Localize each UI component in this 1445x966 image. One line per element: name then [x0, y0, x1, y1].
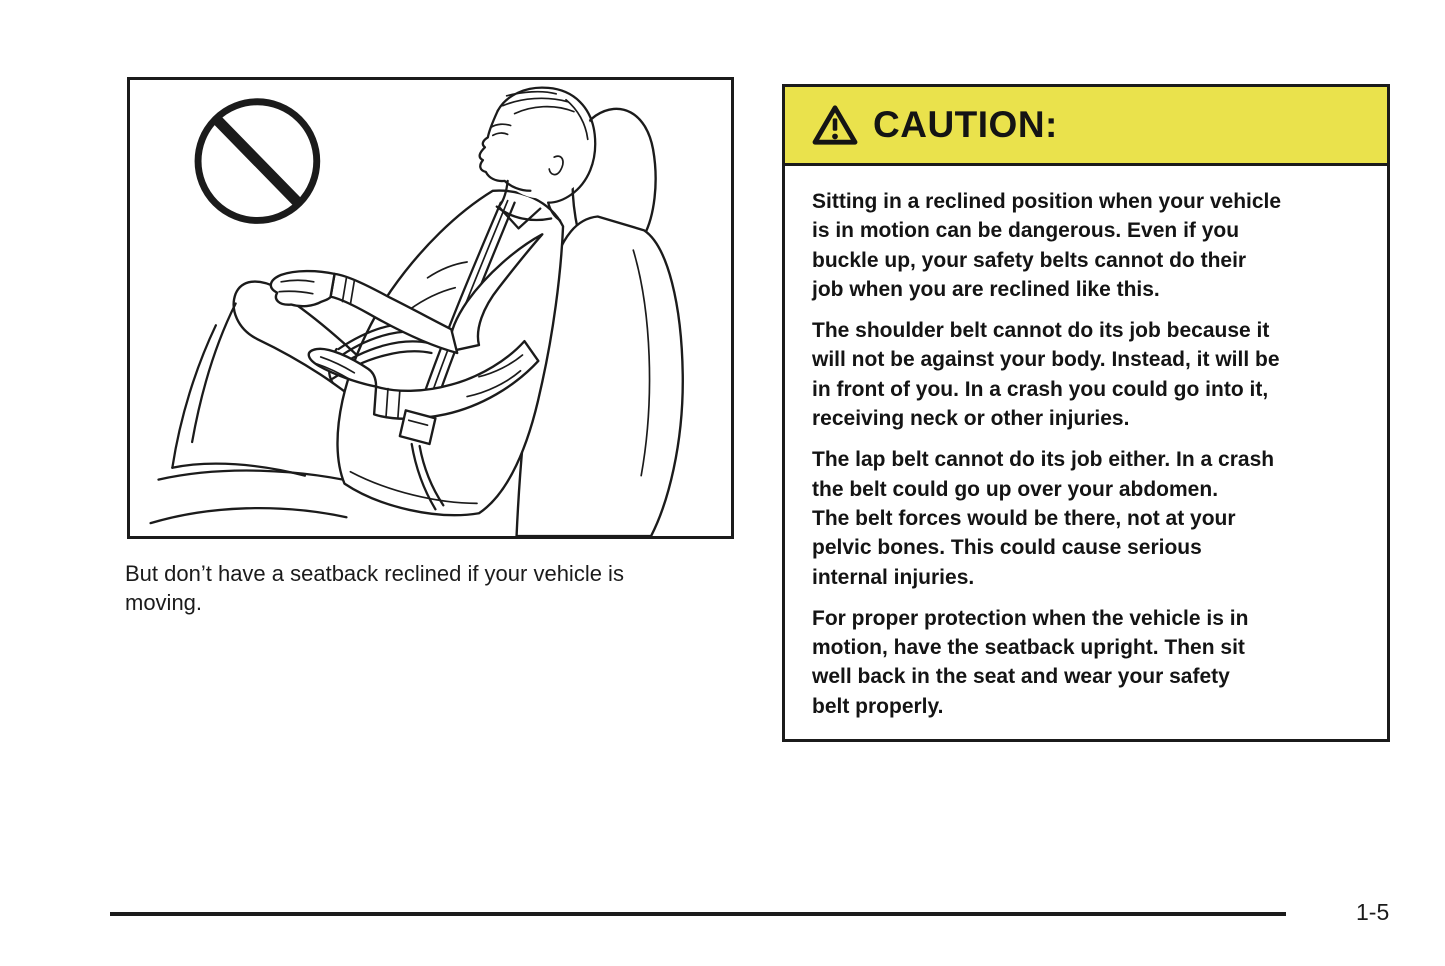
caution-header: CAUTION: [785, 87, 1387, 166]
footer-rule [110, 912, 1286, 916]
caution-paragraph: The shoulder belt cannot do its job beca… [812, 319, 1280, 431]
caution-title: CAUTION: [873, 104, 1058, 145]
caution-paragraph: For proper protection when the vehicle i… [812, 606, 1249, 718]
caution-paragraph: Sitting in a reclined position when your… [812, 190, 1282, 301]
figure-caption: But don’t have a seatback reclined if yo… [125, 561, 624, 615]
page-number: 1-5 [1356, 899, 1390, 925]
caution-body: Sitting in a reclined position when your… [785, 166, 1387, 721]
warning-triangle-icon [812, 105, 858, 145]
reclined-seat-figure [127, 77, 734, 539]
caution-box: CAUTION: Sitting in a reclined position … [782, 84, 1390, 742]
caution-paragraph: The lap belt cannot do its job either. I… [812, 448, 1275, 589]
prohibition-circle-slash-icon [194, 98, 321, 224]
reclined-seat-illustration [149, 86, 684, 536]
